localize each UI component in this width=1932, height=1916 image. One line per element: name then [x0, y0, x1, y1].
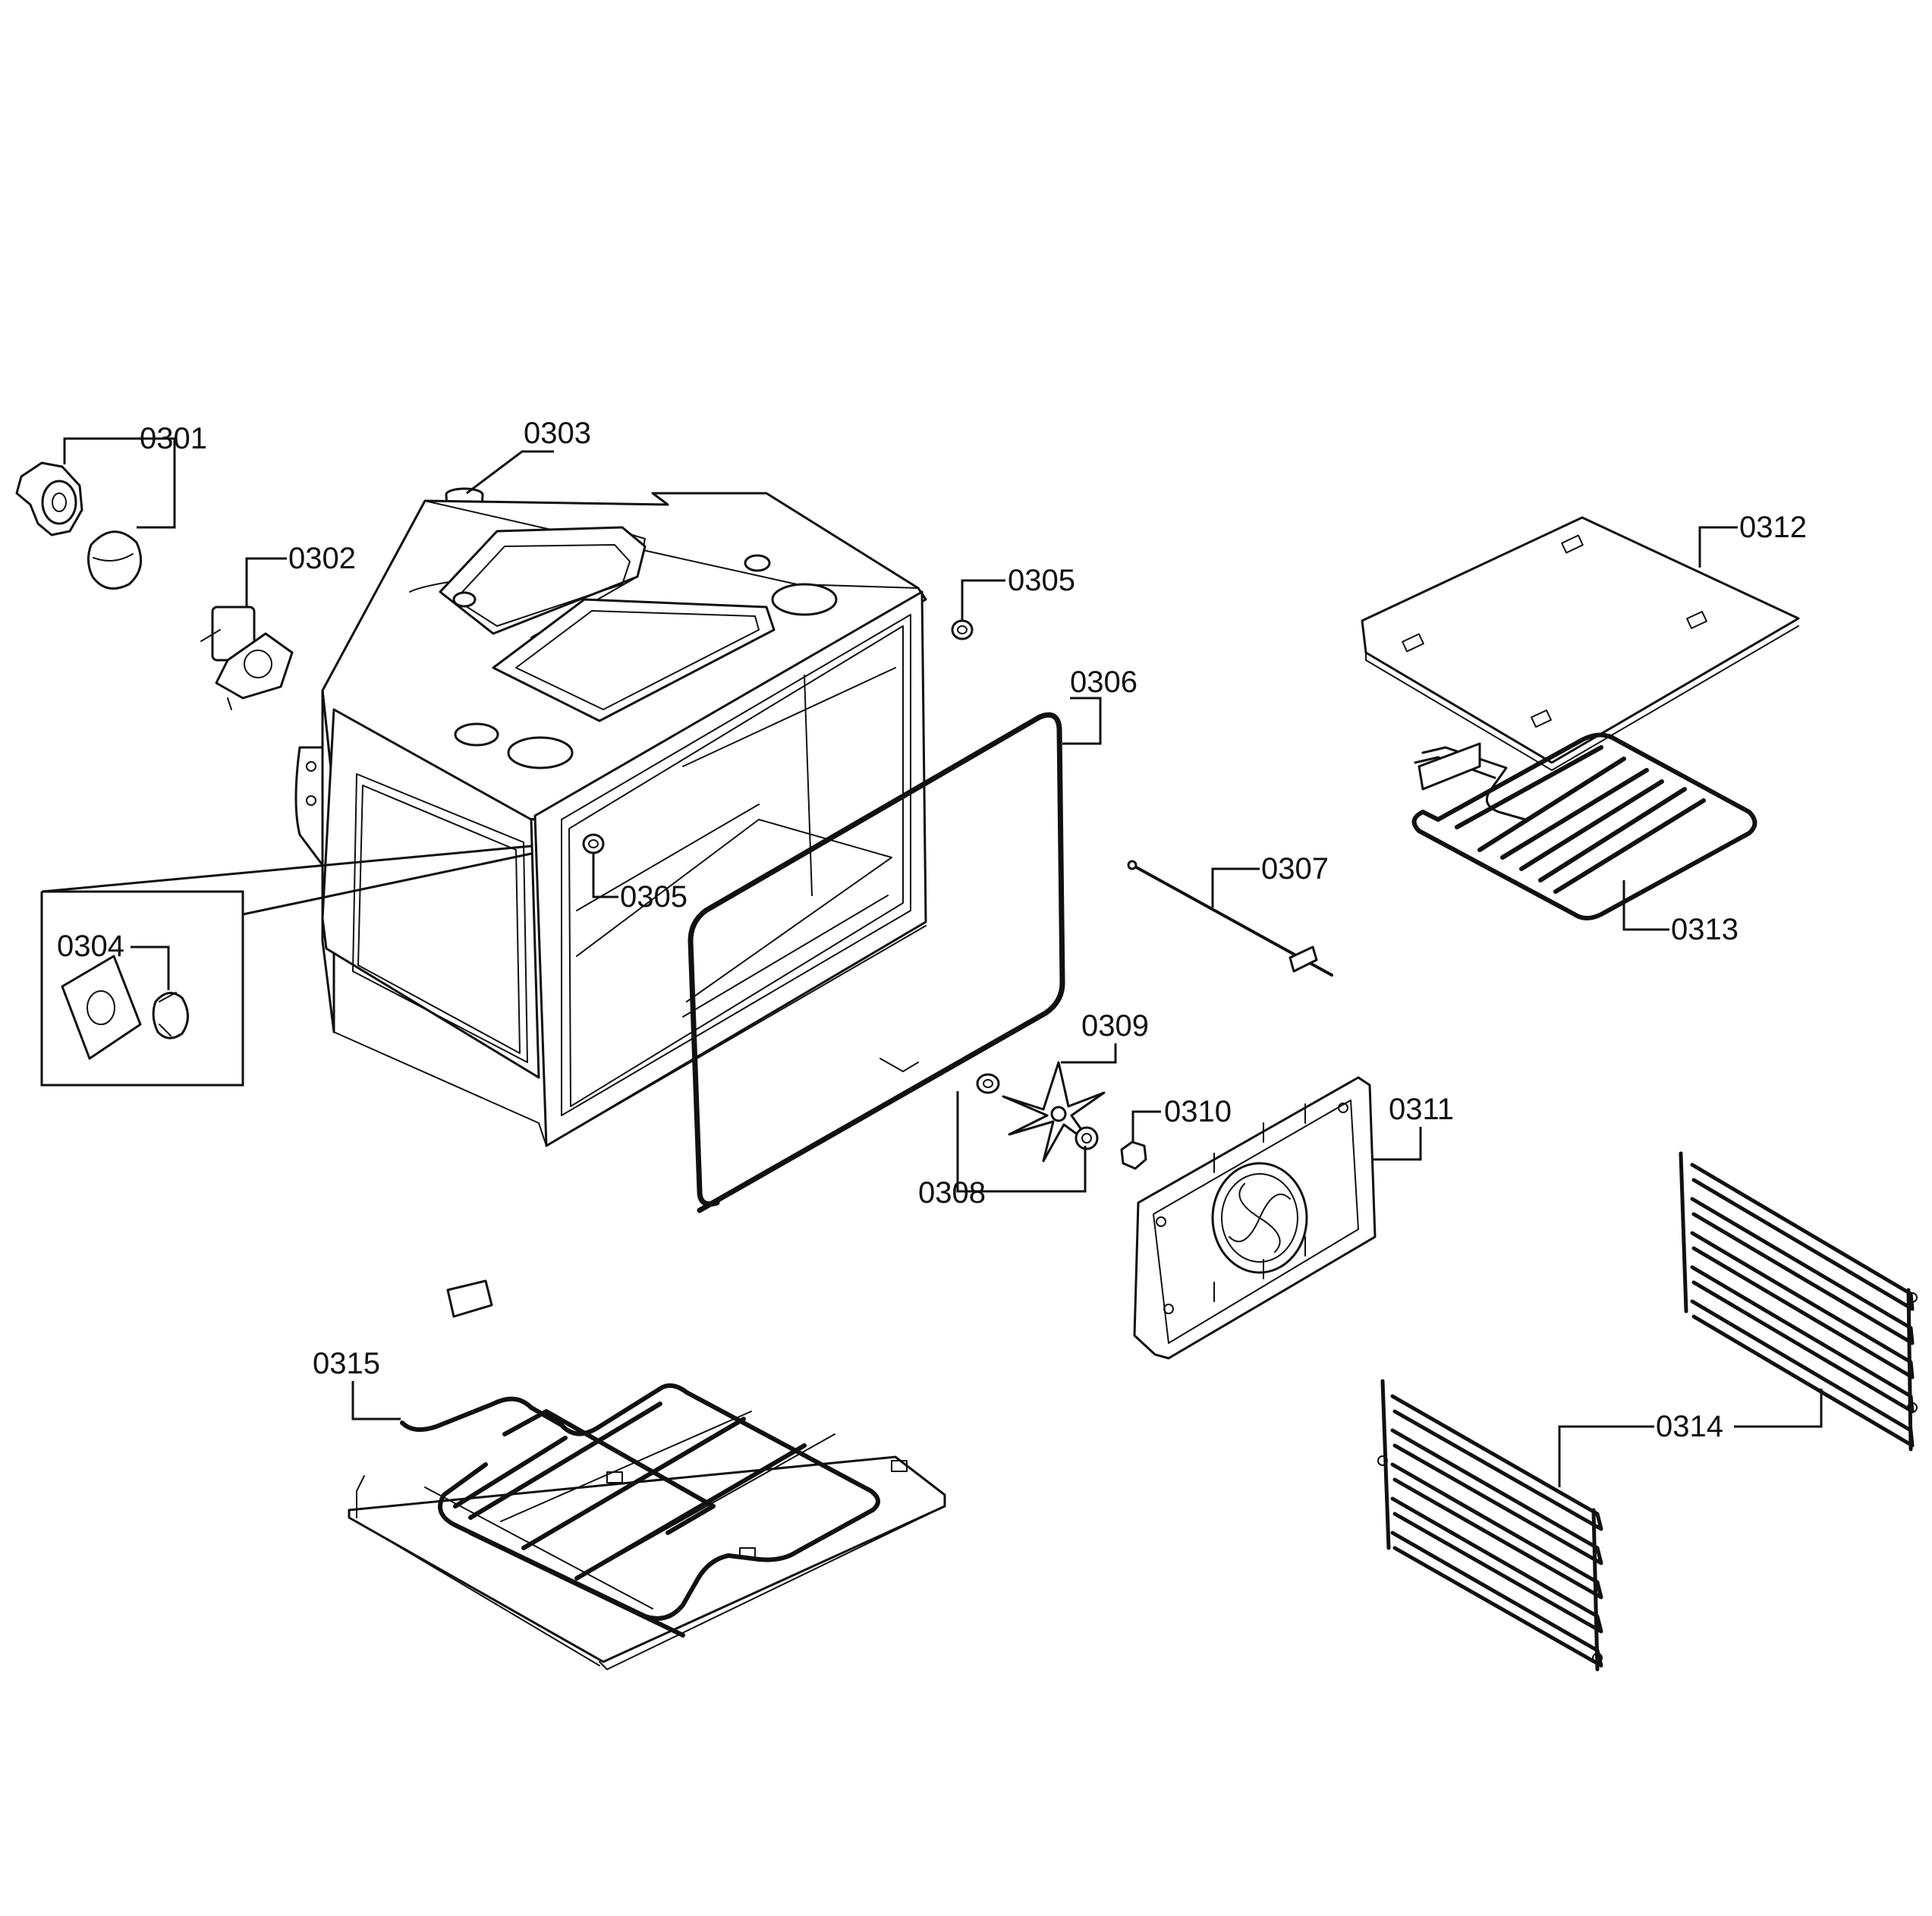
- top-heat-shield[interactable]: [1361, 516, 1800, 771]
- fan-nut[interactable]: [1075, 1126, 1099, 1150]
- callout-0312: 0312: [1698, 511, 1807, 568]
- fan-blade[interactable]: [1002, 1061, 1106, 1162]
- svg-text:0303: 0303: [524, 417, 591, 450]
- callout-0306: 0306: [1062, 665, 1137, 745]
- rear-fan-cover-panel[interactable]: [1133, 1076, 1377, 1360]
- callout-0305-lower: 0305: [592, 853, 688, 914]
- oven-cavity-housing[interactable]: [294, 492, 927, 1147]
- grommet-upper[interactable]: [951, 619, 974, 640]
- hex-nut[interactable]: [1120, 1140, 1147, 1170]
- temperature-sensor[interactable]: [1127, 860, 1333, 977]
- svg-text:0315: 0315: [313, 1347, 380, 1380]
- svg-text:0308: 0308: [918, 1176, 986, 1210]
- callout-0313: 0313: [1622, 880, 1738, 946]
- callout-0315: 0315: [313, 1347, 401, 1420]
- fan-washer[interactable]: [976, 1073, 1000, 1094]
- svg-text:0314: 0314: [1656, 1410, 1723, 1443]
- svg-text:0312: 0312: [1739, 511, 1807, 544]
- callout-0303: 0303: [466, 417, 591, 495]
- svg-text:0307: 0307: [1261, 852, 1329, 886]
- lamp-assembly[interactable]: [15, 461, 143, 590]
- callout-0301: 0301: [63, 422, 207, 529]
- callout-0310: 0310: [1131, 1095, 1232, 1142]
- callout-0311: 0311: [1373, 1093, 1454, 1161]
- callout-0307: 0307: [1211, 852, 1329, 908]
- svg-text:0310: 0310: [1164, 1095, 1232, 1128]
- callout-0314: 0314: [1558, 1389, 1823, 1487]
- bottom-heating-element[interactable]: [400, 1279, 880, 1638]
- svg-text:0305: 0305: [620, 880, 688, 914]
- svg-text:0304: 0304: [57, 930, 124, 963]
- callout-0304: 0304: [57, 930, 170, 990]
- svg-text:0302: 0302: [288, 542, 356, 575]
- door-gasket[interactable]: [688, 712, 1065, 1213]
- svg-text:0301: 0301: [140, 422, 207, 455]
- callout-0305-upper: 0305: [961, 564, 1075, 621]
- svg-text:0309: 0309: [1081, 1009, 1149, 1043]
- svg-text:0305: 0305: [1008, 564, 1075, 597]
- bottom-tray[interactable]: [348, 1411, 946, 1670]
- top-heating-element[interactable]: [1411, 732, 1757, 920]
- lamp-cover-plate[interactable]: [61, 955, 189, 1060]
- callout-0304-box: [40, 845, 532, 1087]
- grommet-lower[interactable]: [582, 833, 605, 854]
- side-rack-rail-right[interactable]: [1679, 1151, 1918, 1452]
- svg-text:0306: 0306: [1070, 665, 1137, 699]
- svg-text:0313: 0313: [1671, 913, 1738, 946]
- convection-fan-motor[interactable]: [200, 606, 294, 710]
- callout-0302: 0302: [245, 542, 356, 607]
- side-rack-rail-left[interactable]: [1377, 1379, 1603, 1672]
- callout-0308: 0308: [918, 1091, 1087, 1210]
- svg-text:0311: 0311: [1389, 1093, 1454, 1126]
- callout-0309: 0309: [1061, 1009, 1149, 1064]
